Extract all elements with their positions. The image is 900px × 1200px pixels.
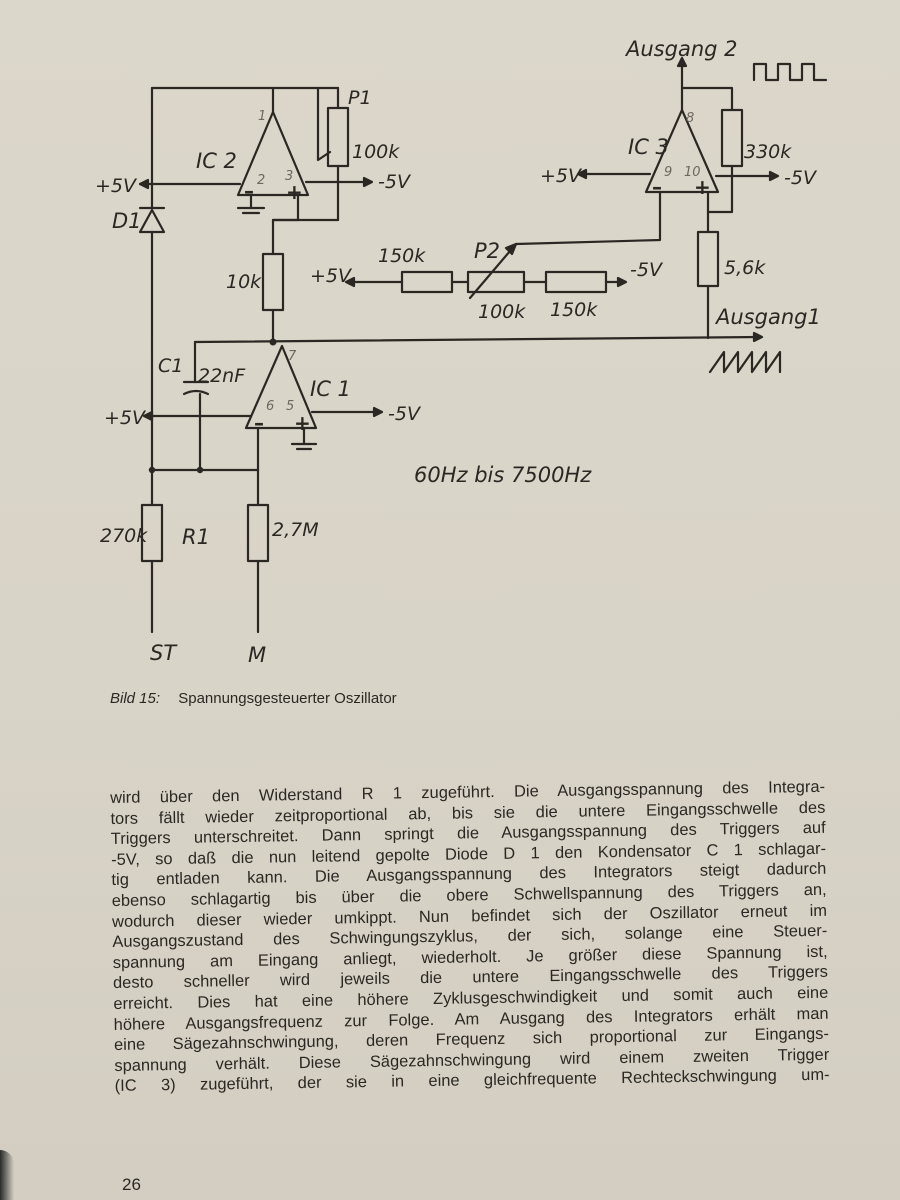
- r1-label: R1: [182, 525, 210, 549]
- st-terminal: [149, 633, 155, 639]
- ic3-label: IC 3: [628, 135, 669, 159]
- d1-diode: [138, 208, 166, 234]
- svg-text:–: –: [254, 411, 264, 435]
- svg-text:+: +: [286, 180, 303, 204]
- ic1-pin-noninv: 5: [286, 399, 294, 414]
- ic1-opamp: [244, 344, 318, 430]
- svg-text:–: –: [652, 175, 662, 199]
- p1-potentiometer: [326, 106, 350, 168]
- ic2-pin-out: 1: [258, 109, 266, 124]
- page-number: 26: [122, 1175, 141, 1194]
- p1-value: 100k: [352, 141, 400, 163]
- c1-value: 22nF: [198, 365, 246, 387]
- sawtooth-symbol: [708, 350, 782, 374]
- r-2m7-label: 2,7M: [272, 519, 319, 541]
- st-label: ST: [150, 641, 178, 665]
- ic3-pin-inv: 9: [664, 165, 672, 180]
- p2-value: 100k: [478, 301, 526, 323]
- body-paragraph: wird über den Widerstand R 1 zugeführt. …: [110, 777, 830, 1097]
- ic2-opamp: [236, 110, 310, 197]
- r-150k-right-label: 150k: [550, 299, 598, 321]
- r-5k6-label: 5,6k: [724, 257, 766, 279]
- binding-shadow: [0, 1150, 14, 1200]
- r-150k-left: [400, 270, 454, 294]
- r-330k: [720, 108, 744, 168]
- r-330k-label: 330k: [744, 141, 792, 163]
- ic3-plus5v: +5V: [540, 165, 583, 187]
- ic1-minus5v: -5V: [388, 403, 422, 425]
- m-label: M: [248, 643, 266, 667]
- p2-plus5v: +5V: [310, 265, 353, 287]
- ic3-minus5v: -5V: [784, 167, 818, 189]
- r-150k-right: [544, 270, 608, 294]
- ic2-plus5v: +5V: [95, 175, 138, 197]
- ic3-pin-out: 8: [686, 111, 694, 126]
- ic2-pin-inv: 2: [257, 173, 265, 188]
- ic1-plus5v: +5V: [104, 407, 147, 429]
- d1-label: D1: [112, 209, 142, 233]
- r-150k-left-label: 150k: [378, 245, 426, 267]
- ic1-label: IC 1: [310, 377, 351, 401]
- figure-caption: Bild 15: Spannungsgesteuerter Oszillator: [110, 690, 397, 707]
- svg-text:+: +: [294, 411, 311, 435]
- vco-schematic: IC 2 1 2 3 – + P1 100k +5V -5V: [95, 37, 828, 667]
- r-5k6: [696, 230, 720, 288]
- ic2-minus5v: -5V: [378, 171, 412, 193]
- figure-number: Bild 15:: [110, 690, 161, 707]
- ic2-label: IC 2: [196, 149, 237, 173]
- c1-label: C1: [158, 355, 183, 377]
- svg-text:–: –: [244, 179, 254, 203]
- ic1-pin-inv: 6: [266, 399, 274, 414]
- square-wave-symbol: [752, 62, 828, 82]
- figure-title: Spannungsgesteuerter Oszillator: [178, 690, 397, 707]
- r-10k-label: 10k: [226, 271, 262, 293]
- m-terminal: [255, 633, 261, 639]
- ic3-opamp: [644, 108, 720, 194]
- p1-label: P1: [348, 87, 372, 109]
- r-2m7: [246, 503, 270, 563]
- ic1-pin-out: 7: [288, 349, 297, 364]
- ic2-pin-noninv: 3: [285, 169, 293, 184]
- r-270k-label: 270k: [100, 525, 148, 547]
- p2-label: P2: [474, 239, 500, 263]
- ausgang2-label: Ausgang 2: [624, 37, 738, 61]
- svg-text:+: +: [694, 175, 711, 199]
- r-10k: [261, 252, 285, 312]
- p2-minus5v: -5V: [630, 259, 664, 281]
- frequency-range: 60Hz bis 7500Hz: [414, 463, 592, 487]
- ic3-pin-noninv: 10: [684, 165, 701, 180]
- ausgang1-label: Ausgang1: [714, 305, 821, 329]
